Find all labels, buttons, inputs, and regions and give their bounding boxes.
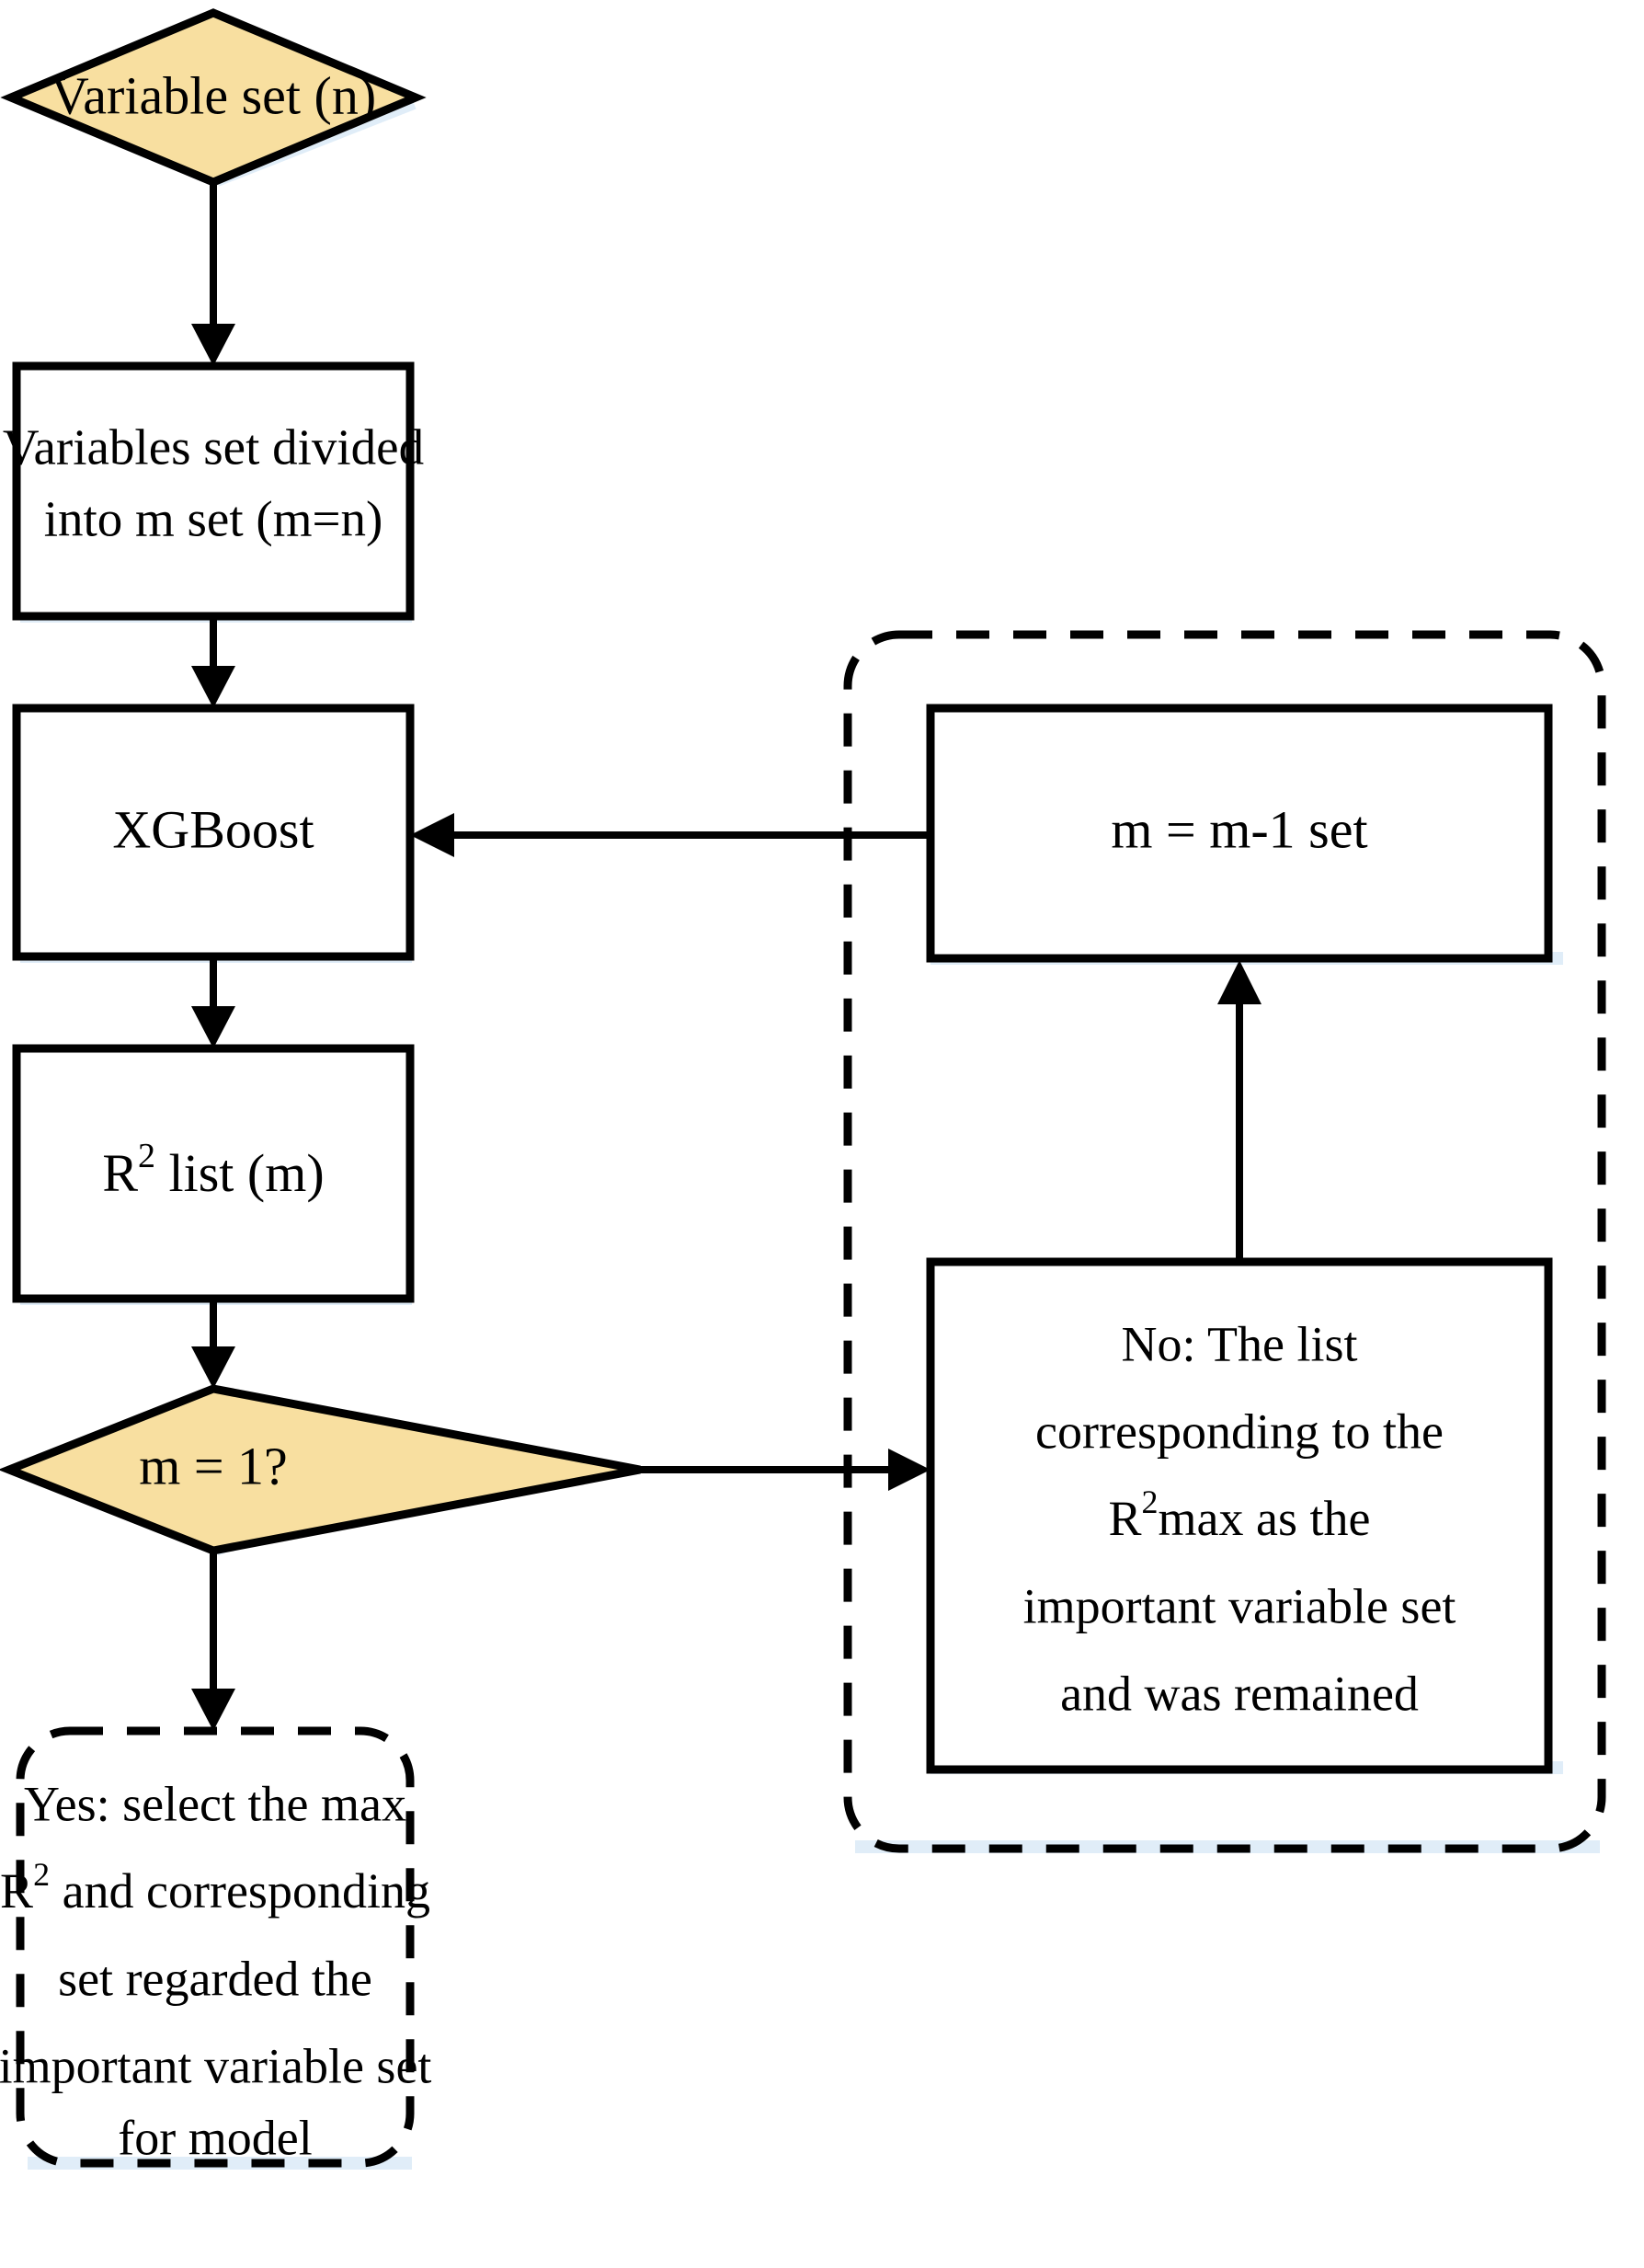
yes-branch-line5: for model bbox=[118, 2110, 312, 2165]
no-branch-line3-sup: 2 bbox=[1142, 1483, 1159, 1520]
variables-divided-line2: into m set (m=n) bbox=[44, 491, 383, 547]
no-branch-line3-pre: R bbox=[1109, 1491, 1142, 1546]
yes-branch-line4: important variable set bbox=[0, 2038, 431, 2093]
r2-list-label-group: R2 list (m) bbox=[102, 1137, 324, 1204]
edge-no-to-mminus1 bbox=[1217, 960, 1262, 1262]
m-minus-one-label: m = m-1 set bbox=[1111, 799, 1367, 859]
no-branch-line4: important variable set bbox=[1023, 1578, 1456, 1633]
loop-container-dashed-box bbox=[843, 630, 1606, 1853]
node-yes-branch-box[interactable]: Yes: select the max R2 and corresponding… bbox=[0, 1726, 431, 2168]
no-branch-rect bbox=[926, 1257, 1553, 1774]
yes-branch-line2-post: and corresponding bbox=[50, 1863, 430, 1919]
no-branch-line3-post: max as the bbox=[1159, 1491, 1371, 1546]
node-variable-set-diamond[interactable]: Variable set (n) bbox=[0, 8, 427, 187]
yes-branch-line3: set regarded the bbox=[58, 1951, 372, 2006]
yes-branch-line2-pre: R bbox=[0, 1863, 33, 1919]
edge-divide-to-xgboost bbox=[191, 616, 235, 708]
yes-branch-line1: Yes: select the max bbox=[24, 1776, 406, 1831]
no-branch-line1: No: The list bbox=[1121, 1316, 1357, 1371]
yes-branch-line2-sup: 2 bbox=[33, 1856, 50, 1893]
node-xgboost-box[interactable]: XGBoost bbox=[12, 704, 415, 961]
edge-start-to-divide bbox=[191, 182, 235, 366]
node-m-equals-one-diamond[interactable]: m = 1? bbox=[0, 1384, 641, 1555]
r2-list-label-sup: 2 bbox=[138, 1137, 155, 1175]
edge-mminus1-to-xgboost bbox=[410, 813, 930, 857]
r2-list-label-post: list (m) bbox=[155, 1143, 325, 1203]
variables-divided-line1: Variables set divided bbox=[3, 419, 424, 475]
r2-list-label-pre: R bbox=[102, 1143, 138, 1203]
r2-list-rect bbox=[12, 1044, 415, 1303]
no-branch-line5: and was remained bbox=[1060, 1666, 1419, 1721]
edge-r2list-to-decision bbox=[191, 1299, 235, 1389]
edge-xgboost-to-r2list bbox=[191, 956, 235, 1048]
node-r2-list-box[interactable]: R2 list (m) bbox=[12, 1044, 415, 1303]
no-branch-line2: corresponding to the bbox=[1035, 1403, 1444, 1459]
variable-set-label: Variable set (n) bbox=[51, 65, 376, 125]
xgboost-label: XGBoost bbox=[112, 799, 314, 859]
variables-divided-rect bbox=[12, 361, 415, 621]
node-m-minus-one-box[interactable]: m = m-1 set bbox=[926, 704, 1553, 963]
yes-branch-line2-group: R2 and corresponding bbox=[0, 1856, 430, 1919]
node-no-branch-box[interactable]: No: The list corresponding to the R2max … bbox=[926, 1257, 1553, 1774]
node-variables-divided-box[interactable]: Variables set divided into m set (m=n) bbox=[3, 361, 424, 621]
yes-branch-dashed-rect bbox=[16, 1726, 415, 2168]
m-equals-one-diamond-shape bbox=[0, 1384, 641, 1555]
m-equals-one-label: m = 1? bbox=[139, 1436, 288, 1495]
no-branch-line3-group: R2max as the bbox=[1109, 1483, 1371, 1546]
edge-decision-to-yes bbox=[191, 1551, 235, 1731]
edge-decision-to-no bbox=[640, 1449, 930, 1491]
